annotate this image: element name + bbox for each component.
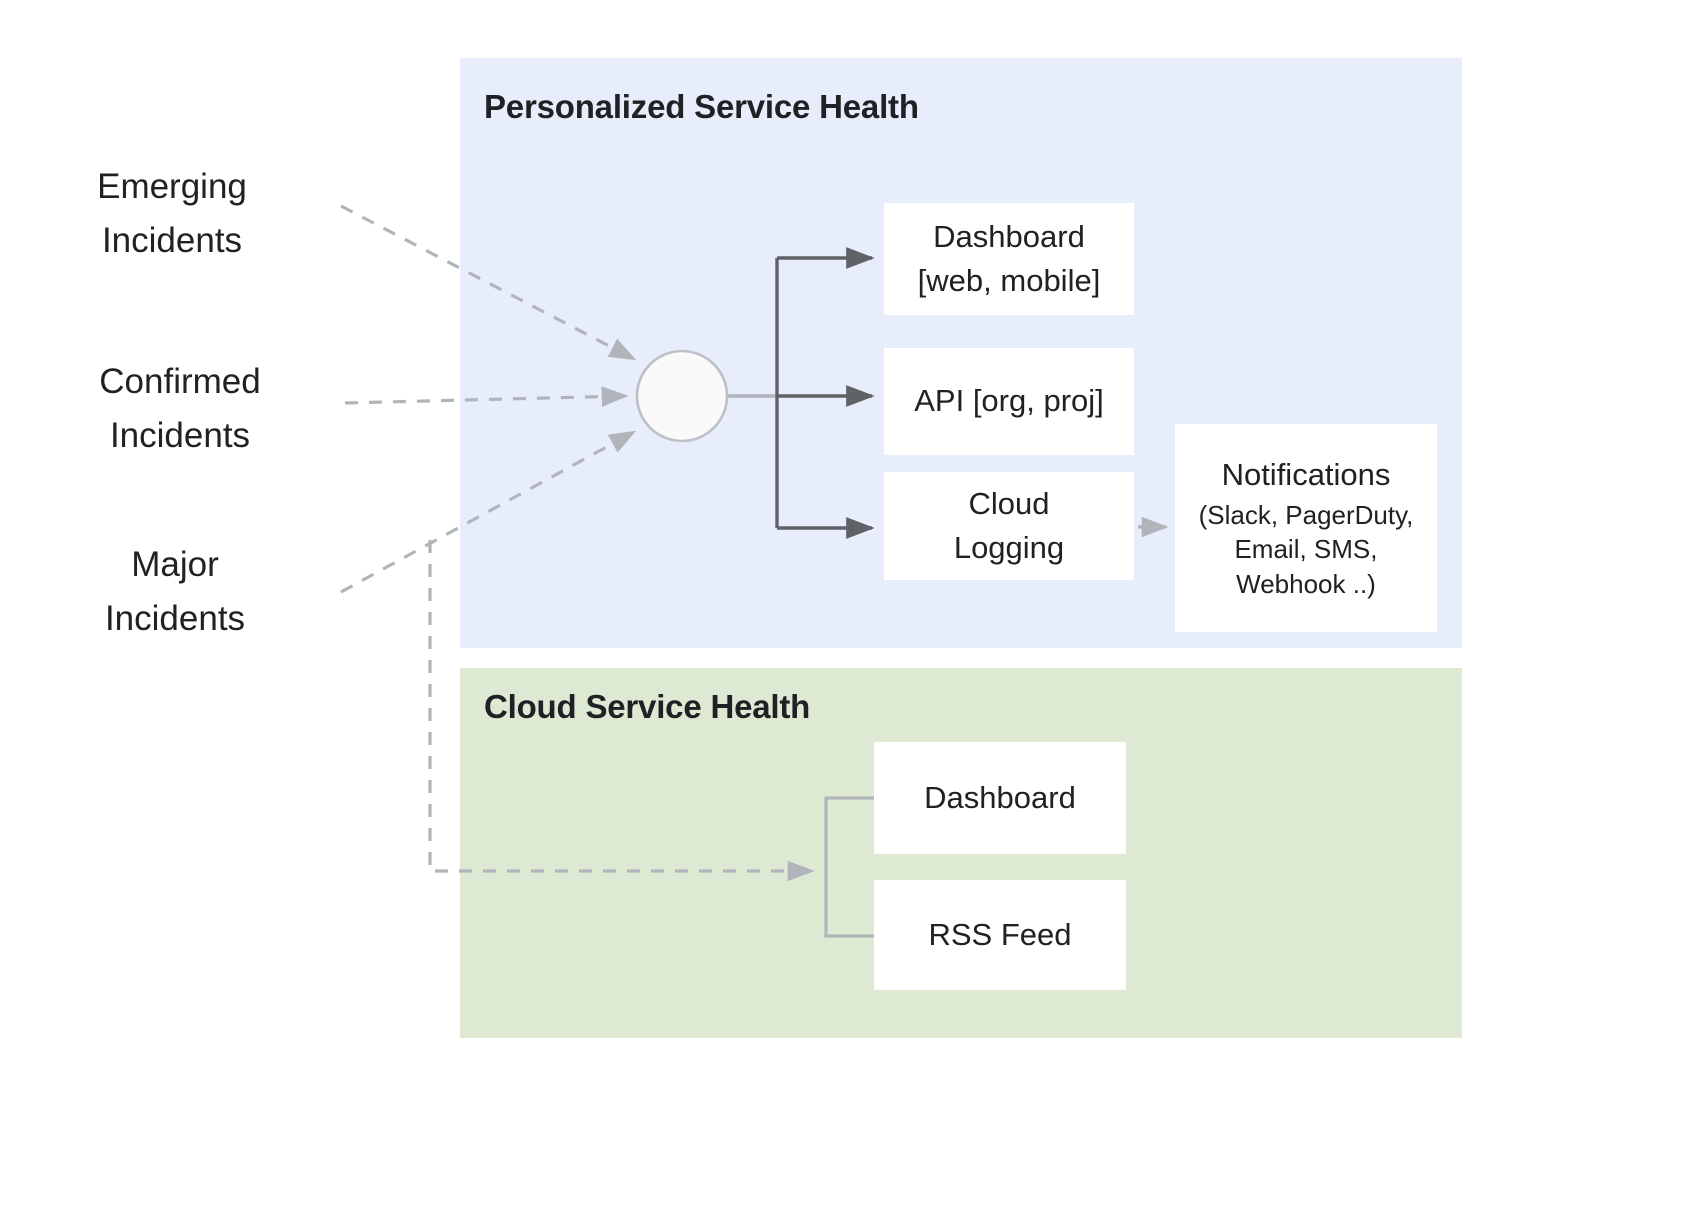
node-psh-notifications[interactable]: Notifications (Slack, PagerDuty, Email, … [1175, 424, 1437, 632]
node-csh-rss-feed-line1: RSS Feed [928, 916, 1072, 952]
source-major-line1: Major [131, 545, 219, 584]
source-label-confirmed-incidents: Confirmed Incidents [30, 355, 330, 464]
source-emerging-line1: Emerging [97, 167, 247, 206]
node-psh-cloud-logging-line1: Cloud [968, 485, 1050, 521]
node-csh-dashboard[interactable]: Dashboard [874, 742, 1126, 854]
source-label-emerging-incidents: Emerging Incidents [22, 160, 322, 269]
node-psh-dashboard[interactable]: Dashboard [web, mobile] [884, 203, 1134, 315]
node-psh-notifications-line1: (Slack, PagerDuty, [1198, 499, 1414, 530]
source-label-major-incidents: Major Incidents [25, 538, 325, 647]
source-confirmed-line2: Incidents [109, 416, 251, 456]
node-psh-notifications-line3: Webhook ..) [1236, 569, 1376, 600]
node-psh-notifications-title: Notifications [1221, 456, 1391, 492]
source-major-line2: Incidents [104, 599, 246, 639]
source-emerging-line2: Incidents [101, 221, 243, 261]
node-psh-api[interactable]: API [org, proj] [884, 348, 1134, 455]
node-psh-notifications-line2: Email, SMS, [1234, 534, 1378, 565]
node-csh-dashboard-line1: Dashboard [924, 779, 1076, 815]
node-psh-dashboard-line1: Dashboard [933, 218, 1085, 254]
node-psh-cloud-logging-line2: Logging [953, 530, 1065, 565]
node-psh-api-line1: API [org, proj] [914, 383, 1104, 419]
panel-personalized-service-health-title: Personalized Service Health [484, 88, 919, 125]
node-psh-cloud-logging[interactable]: Cloud Logging [884, 472, 1134, 580]
panel-cloud-service-health-title: Cloud Service Health [484, 688, 811, 725]
node-csh-rss-feed[interactable]: RSS Feed [874, 880, 1126, 990]
source-confirmed-line1: Confirmed [99, 362, 261, 401]
node-psh-dashboard-line2: [web, mobile] [917, 263, 1101, 298]
